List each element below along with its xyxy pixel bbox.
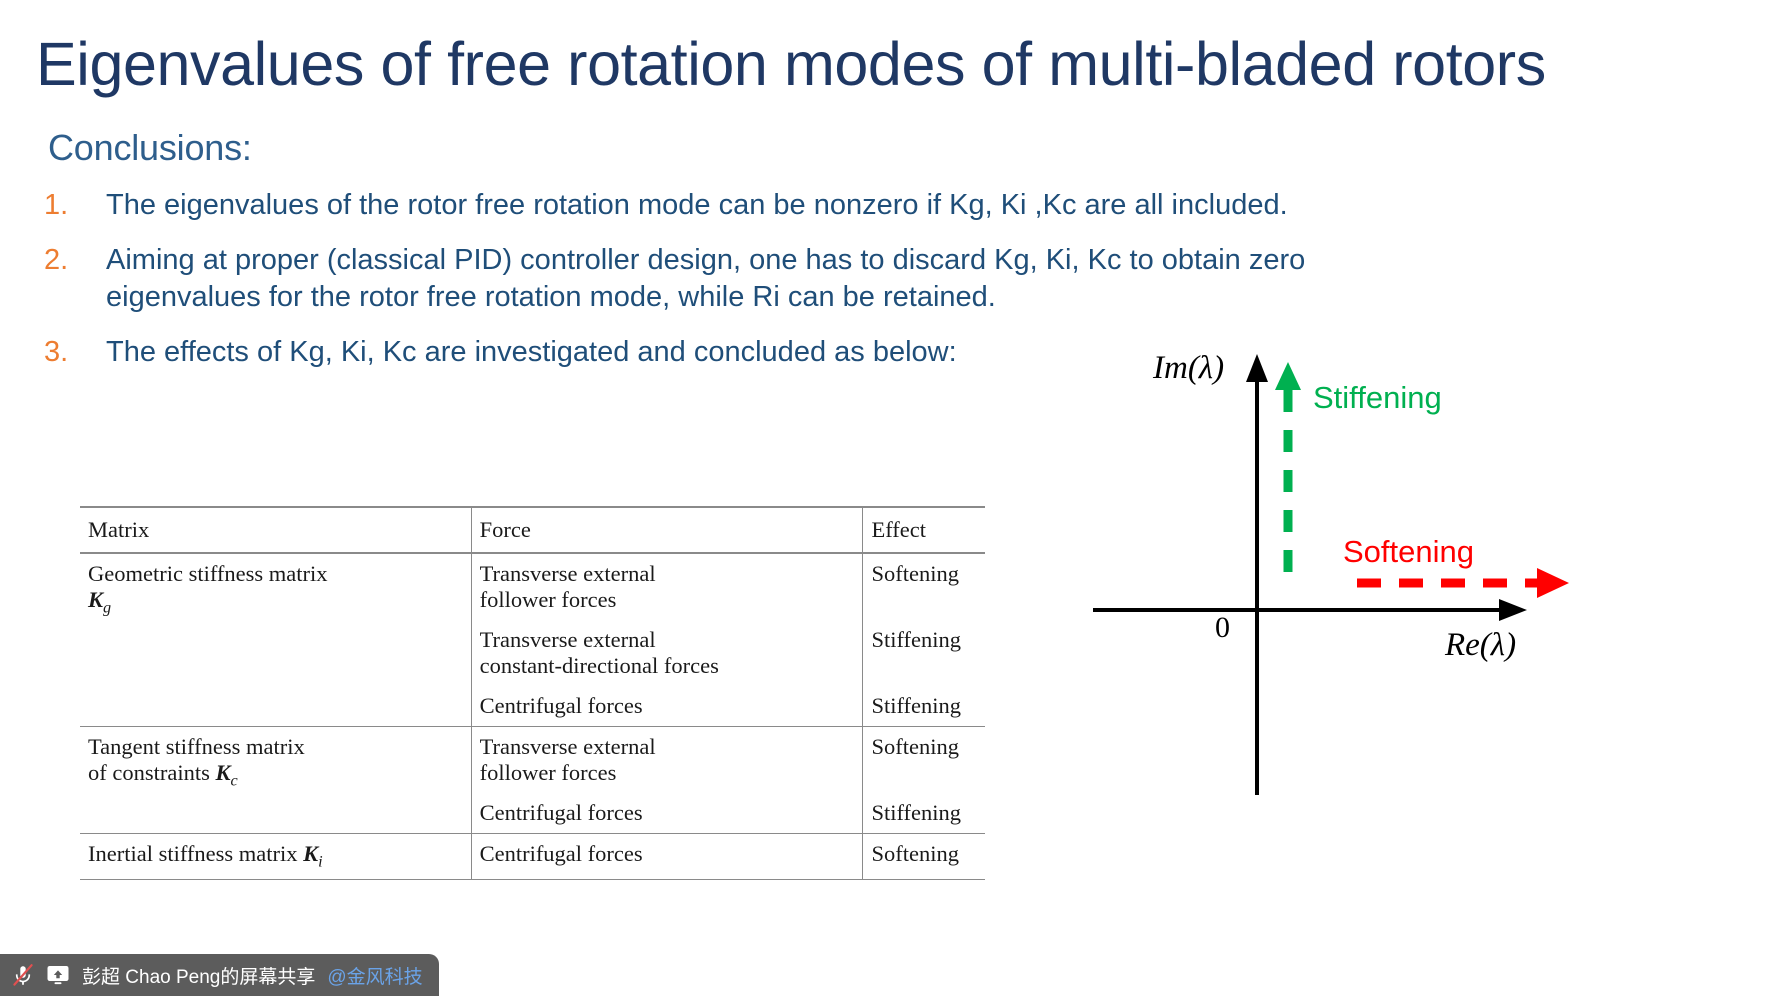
column-header-effect: Effect [862, 506, 985, 553]
matrix-name: Inertial stiffness matrix [88, 841, 298, 866]
table-header-row: Matrix Force Effect [80, 506, 985, 553]
column-header-matrix: Matrix [80, 506, 472, 553]
list-item-text: Aiming at proper (classical PID) control… [106, 243, 1306, 314]
matrix-symbol: Ki [303, 841, 323, 871]
force-line-2: follower forces [479, 587, 617, 612]
share-org-text: @金风科技 [327, 966, 423, 988]
real-axis-arrowhead [1499, 599, 1527, 621]
complex-plane-diagram: Im(λ) Re(λ) 0 Stiffening Softening [1085, 340, 1765, 840]
force-line-2: constant-directional forces [479, 653, 719, 678]
list-item: 3. The effects of Kg, Ki, Kc are investi… [44, 334, 1414, 372]
force-line-1: Transverse external [479, 627, 656, 652]
list-item-text: The effects of Kg, Ki, Kc are investigat… [106, 336, 957, 369]
effects-table: Matrix Force Effect Geometric stiffness … [80, 506, 985, 880]
force-line-1: Centrifugal forces [479, 693, 643, 718]
cell-force: Centrifugal forces [470, 833, 863, 880]
table-row: Geometric stiffness matrix Kg Transverse… [80, 552, 985, 727]
force-line-1: Centrifugal forces [479, 800, 643, 825]
origin-label: 0 [1215, 611, 1230, 644]
list-item: 1. The eigenvalues of the rotor free rot… [44, 187, 1414, 225]
cell-force: Transverse external constant-directional… [470, 620, 863, 686]
cell-effect: Softening [862, 552, 985, 620]
cell-effect: Stiffening [862, 686, 985, 727]
matrix-name-line-2: of constraints Kc [88, 760, 238, 790]
force-line-1: Transverse external [479, 561, 656, 586]
cell-matrix-inertial: Inertial stiffness matrix Ki [80, 833, 472, 880]
cell-matrix-tangent: Tangent stiffness matrix of constraints … [80, 726, 472, 834]
diagram-svg [1093, 354, 1569, 795]
matrix-symbol: Kc [215, 760, 238, 790]
table-row: Inertial stiffness matrix Ki Centrifugal… [80, 833, 985, 880]
matrix-symbol: Kg [88, 587, 112, 617]
microphone-muted-icon[interactable] [12, 963, 34, 987]
conclusions-list: 1. The eigenvalues of the rotor free rot… [44, 187, 1414, 389]
cell-effect: Softening [862, 833, 985, 880]
screen-share-status-bar[interactable]: 彭超 Chao Peng的屏幕共享 @金风科技 [0, 954, 439, 996]
table-row: Tangent stiffness matrix of constraints … [80, 726, 985, 834]
cell-effect: Softening [862, 726, 985, 793]
imaginary-axis-label: Im(λ) [1153, 350, 1225, 386]
force-line-1: Transverse external [479, 734, 656, 759]
cell-force: Centrifugal forces [470, 686, 863, 727]
list-item-number: 2. [44, 243, 69, 276]
cell-matrix-geometric: Geometric stiffness matrix Kg [80, 552, 472, 727]
softening-label: Softening [1343, 534, 1474, 569]
cell-effect: Stiffening [862, 793, 985, 834]
softening-arrowhead [1537, 568, 1569, 598]
list-item-number: 1. [44, 189, 69, 221]
stiffening-arrowhead [1275, 362, 1301, 390]
list-item-number: 3. [44, 336, 69, 369]
share-owner-text: 彭超 Chao Peng的屏幕共享 [82, 966, 316, 988]
cell-force: Centrifugal forces [470, 793, 863, 834]
table-row: Centrifugal forces Stiffening [80, 686, 985, 727]
matrix-name: Geometric stiffness matrix [88, 561, 328, 586]
cell-effect: Stiffening [862, 620, 985, 686]
stiffening-label: Stiffening [1313, 380, 1442, 415]
imaginary-axis-arrowhead [1246, 354, 1268, 382]
table-row: Centrifugal forces Stiffening [80, 793, 985, 834]
list-item: 2. Aiming at proper (classical PID) cont… [44, 242, 1414, 317]
force-line-2: follower forces [479, 760, 617, 785]
page-title: Eigenvalues of free rotation modes of mu… [36, 30, 1546, 98]
list-item-text: The eigenvalues of the rotor free rotati… [106, 189, 1288, 221]
real-axis-label: Re(λ) [1445, 627, 1517, 663]
matrix-name-line-1: Tangent stiffness matrix [88, 734, 305, 759]
screen-share-icon[interactable] [46, 964, 70, 986]
column-header-force: Force [470, 506, 863, 553]
cell-force: Transverse external follower forces [470, 552, 863, 620]
cell-force: Transverse external follower forces [470, 726, 863, 793]
table-row: Transverse external constant-directional… [80, 620, 985, 686]
conclusions-heading: Conclusions: [48, 127, 252, 168]
